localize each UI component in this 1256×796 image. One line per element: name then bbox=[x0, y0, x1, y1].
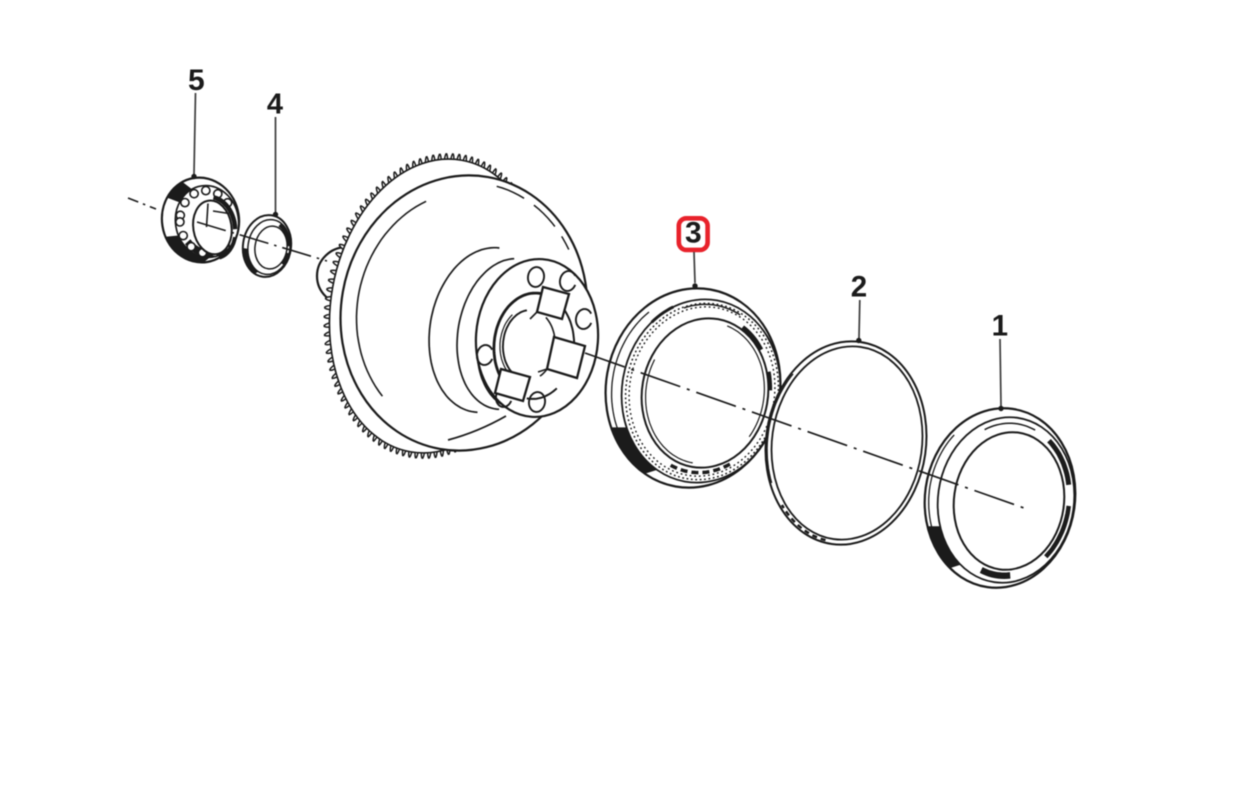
svg-text:4: 4 bbox=[267, 89, 283, 121]
svg-text:3: 3 bbox=[685, 217, 702, 250]
svg-text:2: 2 bbox=[851, 271, 867, 304]
svg-text:1: 1 bbox=[992, 310, 1008, 343]
svg-text:5: 5 bbox=[188, 64, 205, 97]
